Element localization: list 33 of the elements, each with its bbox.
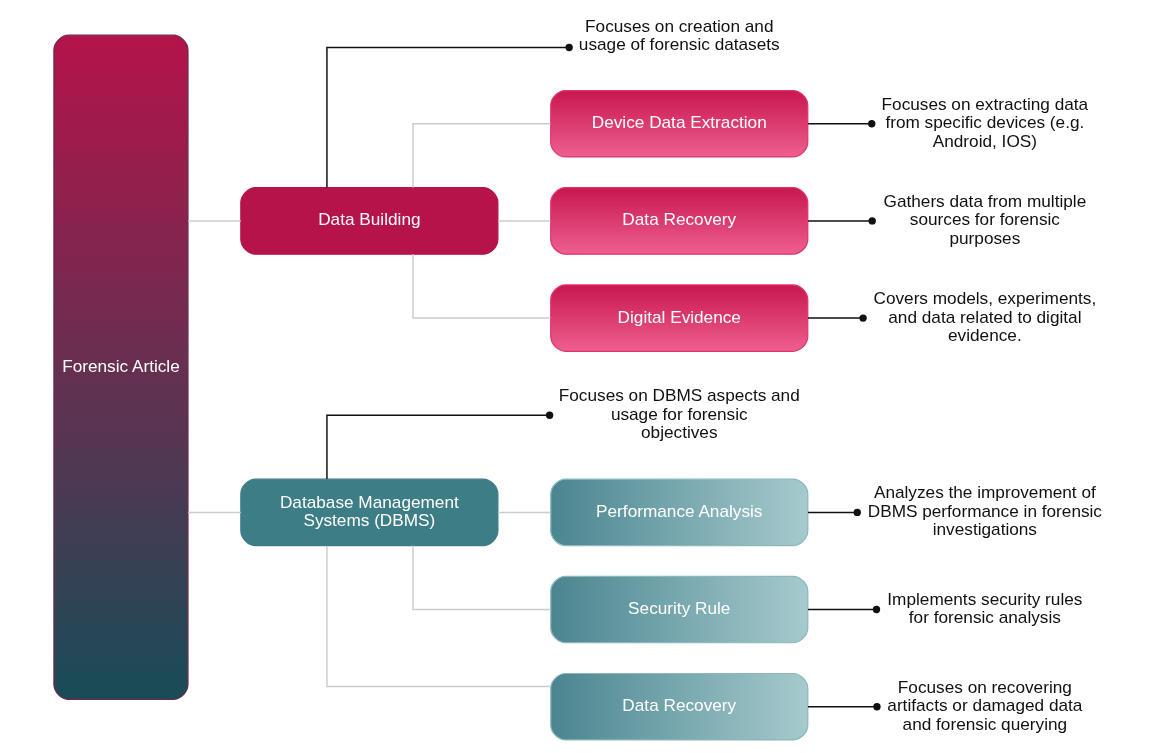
node-text: Analyzes the improvement of DBMS performance in forensic investigations — [867, 482, 1102, 540]
connector — [807, 217, 876, 225]
node-box: Data Recovery — [550, 187, 809, 255]
node-box: Data Recovery — [550, 672, 809, 741]
node-box: Data Building — [240, 187, 499, 255]
connector — [807, 314, 867, 322]
connector — [187, 511, 242, 514]
connector — [807, 508, 861, 517]
node-box: Digital Evidence — [550, 284, 809, 352]
node-text: Focuses on creation and usage of forensic datasets — [578, 15, 780, 55]
node-box: Forensic Article — [53, 34, 189, 700]
node-text: Focuses on extracting data from specific devices (e.g. Android, IOS) — [881, 93, 1089, 151]
node-box: Device Data Extraction — [550, 89, 809, 158]
connector — [187, 220, 242, 222]
node-box: Performance Analysis — [550, 478, 809, 547]
connector — [807, 605, 881, 614]
node-text: Covers models, experiments, and data related to digital evidence. — [873, 288, 1097, 346]
connector — [497, 511, 552, 514]
connector — [326, 545, 552, 688]
connector — [412, 253, 552, 319]
node-text: Focuses on recovering artifacts or damaged data and forensic querying — [887, 676, 1083, 734]
node-text: Focuses on DBMS aspects and usage for forensic objectives — [558, 385, 800, 443]
node-text: Gathers data from multiple sources for forensic purposes — [883, 191, 1087, 248]
connector — [326, 43, 573, 189]
connector — [807, 703, 881, 711]
connector — [807, 120, 876, 128]
connector — [326, 411, 554, 480]
node-box: Database Management Systems (DBMS) — [240, 478, 499, 547]
node-text: Implements security rules for forensic analysis — [887, 588, 1083, 628]
connector — [497, 220, 552, 222]
node-box: Security Rule — [550, 575, 809, 644]
connector — [412, 545, 552, 611]
connector — [412, 123, 552, 189]
